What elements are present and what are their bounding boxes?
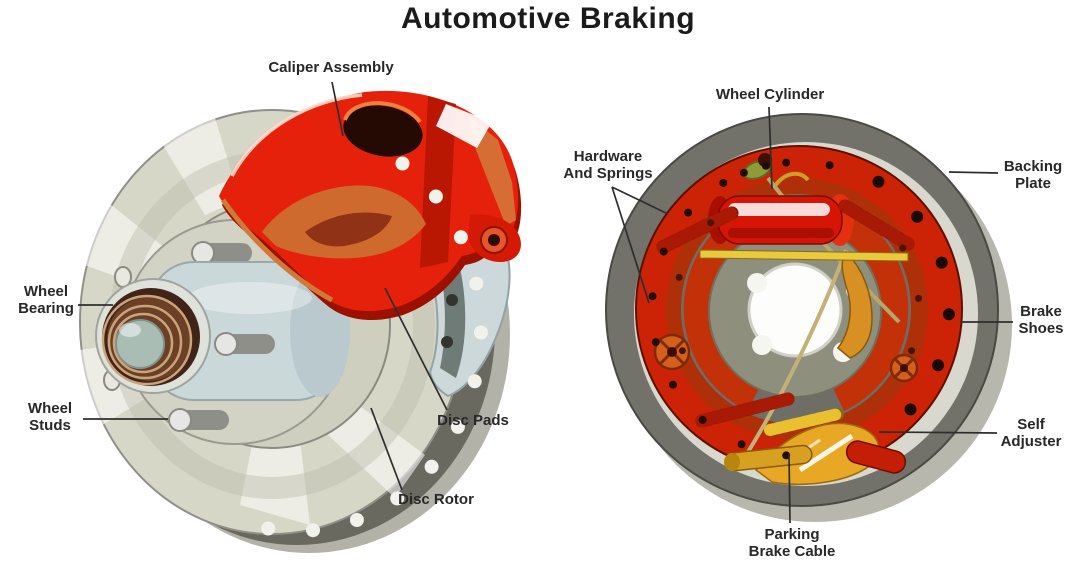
rotor-holes-dot bbox=[450, 419, 465, 434]
wheel-stud bbox=[214, 332, 275, 356]
label-text: Adjuster bbox=[1000, 433, 1062, 451]
drum-dots-small-dot bbox=[698, 415, 707, 424]
drum-dots-inner-dot bbox=[908, 347, 916, 355]
rotor-holes-dot bbox=[467, 374, 482, 389]
drum-dots-big-dot bbox=[942, 308, 955, 321]
label-text: And Springs bbox=[563, 165, 653, 183]
leader-self-adjuster bbox=[878, 431, 998, 434]
rotor-holes-dot bbox=[306, 523, 320, 538]
drum-dots-small-dot bbox=[648, 292, 657, 301]
label-wheel-studs: Wheel Studs bbox=[28, 400, 72, 434]
label-parking-brake-cable: Parking Brake Cable bbox=[749, 526, 836, 560]
label-self-adjuster: Self Adjuster bbox=[1001, 416, 1062, 450]
return-springs bbox=[656, 199, 915, 436]
label-wheel-cylinder: Wheel Cylinder bbox=[716, 86, 824, 103]
drum-dots-big-dot bbox=[932, 359, 945, 372]
label-text: Bearing bbox=[18, 300, 74, 318]
label-text: Shoes bbox=[1018, 320, 1064, 338]
page-title: Automotive Braking bbox=[400, 2, 696, 35]
leader-lines bbox=[78, 81, 1013, 524]
label-text: Disc Rotor bbox=[398, 491, 474, 508]
drum-dots-inner-dot bbox=[915, 294, 922, 302]
leader-wheel-cylinder bbox=[768, 106, 773, 190]
drum-dots-small-dot bbox=[684, 208, 693, 217]
star-adjuster-right bbox=[889, 353, 919, 383]
drum-dots-big-dot bbox=[904, 403, 917, 416]
leader-disc-rotor bbox=[370, 407, 403, 491]
hub-center-hole bbox=[747, 262, 843, 358]
label-text: Hardware bbox=[573, 148, 643, 165]
drum-dots-small-dot bbox=[825, 161, 834, 170]
label-text: Wheel bbox=[27, 400, 73, 417]
drum-dots-small-dot bbox=[719, 179, 728, 187]
leader-hardware-springs bbox=[611, 186, 669, 304]
leader-disc-pads bbox=[384, 287, 448, 411]
leader-caliper-assembly bbox=[331, 81, 344, 137]
caliper-assembly-illustration bbox=[219, 90, 522, 321]
wheel-stud bbox=[191, 241, 252, 265]
label-wheel-bearing: Wheel Bearing bbox=[18, 283, 74, 317]
wheel-bearing-illustration bbox=[95, 278, 211, 394]
rotor-holes-dot bbox=[469, 276, 484, 291]
self-adjuster-assembly bbox=[724, 422, 907, 485]
label-brake-shoes: Brake Shoes bbox=[1018, 303, 1063, 337]
drum-dots-big-dot bbox=[935, 256, 948, 269]
label-text: Parking bbox=[764, 526, 820, 543]
shoe-lever-gold bbox=[836, 250, 873, 359]
rotor-holes-dot bbox=[390, 491, 405, 506]
label-hardware-and-springs: Hardware And Springs bbox=[563, 148, 652, 182]
label-text: Wheel Cylinder bbox=[715, 86, 825, 103]
label-disc-rotor: Disc Rotor bbox=[398, 491, 474, 508]
label-caliper-assembly: Caliper Assembly bbox=[268, 59, 393, 76]
label-text: Wheel bbox=[23, 283, 69, 300]
parking-cable-illustration bbox=[746, 249, 848, 454]
drum-brake-illustration bbox=[605, 113, 1012, 522]
drum-dots-small-dot bbox=[737, 440, 746, 449]
rotor-holes-dot bbox=[474, 325, 488, 340]
label-text: Studs bbox=[29, 417, 71, 435]
label-disc-pads: Disc Pads bbox=[437, 412, 509, 429]
drum-access-holes bbox=[872, 175, 955, 416]
rotor-holes-dot bbox=[428, 189, 443, 204]
disc-brake-illustration bbox=[74, 90, 522, 553]
drum-dots-big-dot bbox=[872, 175, 885, 188]
drum-dots-inner-dot bbox=[899, 244, 907, 252]
label-text: Plate bbox=[1015, 175, 1051, 193]
drum-dots-small-dot bbox=[782, 158, 791, 167]
drum-dots-small-dot bbox=[761, 161, 770, 170]
leader-parking-brake-cable bbox=[788, 453, 791, 524]
rotor-holes-dot bbox=[424, 459, 439, 474]
cable-guide bbox=[766, 176, 901, 324]
drum-dots-big-dot bbox=[911, 210, 924, 223]
label-text: Brake bbox=[1020, 303, 1062, 320]
label-text: Self bbox=[1017, 416, 1045, 433]
leader-backing-plate bbox=[948, 171, 999, 174]
rotor-holes-dot bbox=[395, 156, 410, 171]
drum-dots-small-dot bbox=[659, 247, 668, 256]
rotor-holes-dot bbox=[453, 230, 468, 245]
drum-rivet-dots bbox=[648, 158, 834, 460]
label-backing-plate: Backing Plate bbox=[1004, 158, 1062, 192]
label-text: Brake Cable bbox=[748, 543, 836, 561]
drum-dots-inner-dot bbox=[675, 273, 683, 281]
label-text: Backing bbox=[1003, 158, 1063, 175]
label-text: Caliper Assembly bbox=[268, 59, 394, 76]
drum-dots-small-dot bbox=[651, 338, 660, 347]
label-text: Disc Pads bbox=[437, 412, 509, 429]
drum-dots-small-dot bbox=[669, 380, 677, 389]
rotor-holes-dot bbox=[349, 513, 364, 527]
drum-dots-inner-dot bbox=[678, 347, 686, 355]
shoe-rivet-dots bbox=[675, 219, 922, 355]
rotor-holes-dot bbox=[261, 521, 276, 536]
star-adjuster-left bbox=[653, 333, 691, 371]
strut-bar bbox=[699, 249, 909, 262]
drum-dots-inner-dot bbox=[707, 219, 715, 227]
drum-dots-small-dot bbox=[739, 168, 748, 177]
rotor-edge-holes bbox=[261, 156, 488, 538]
wheel-stud bbox=[168, 408, 229, 432]
